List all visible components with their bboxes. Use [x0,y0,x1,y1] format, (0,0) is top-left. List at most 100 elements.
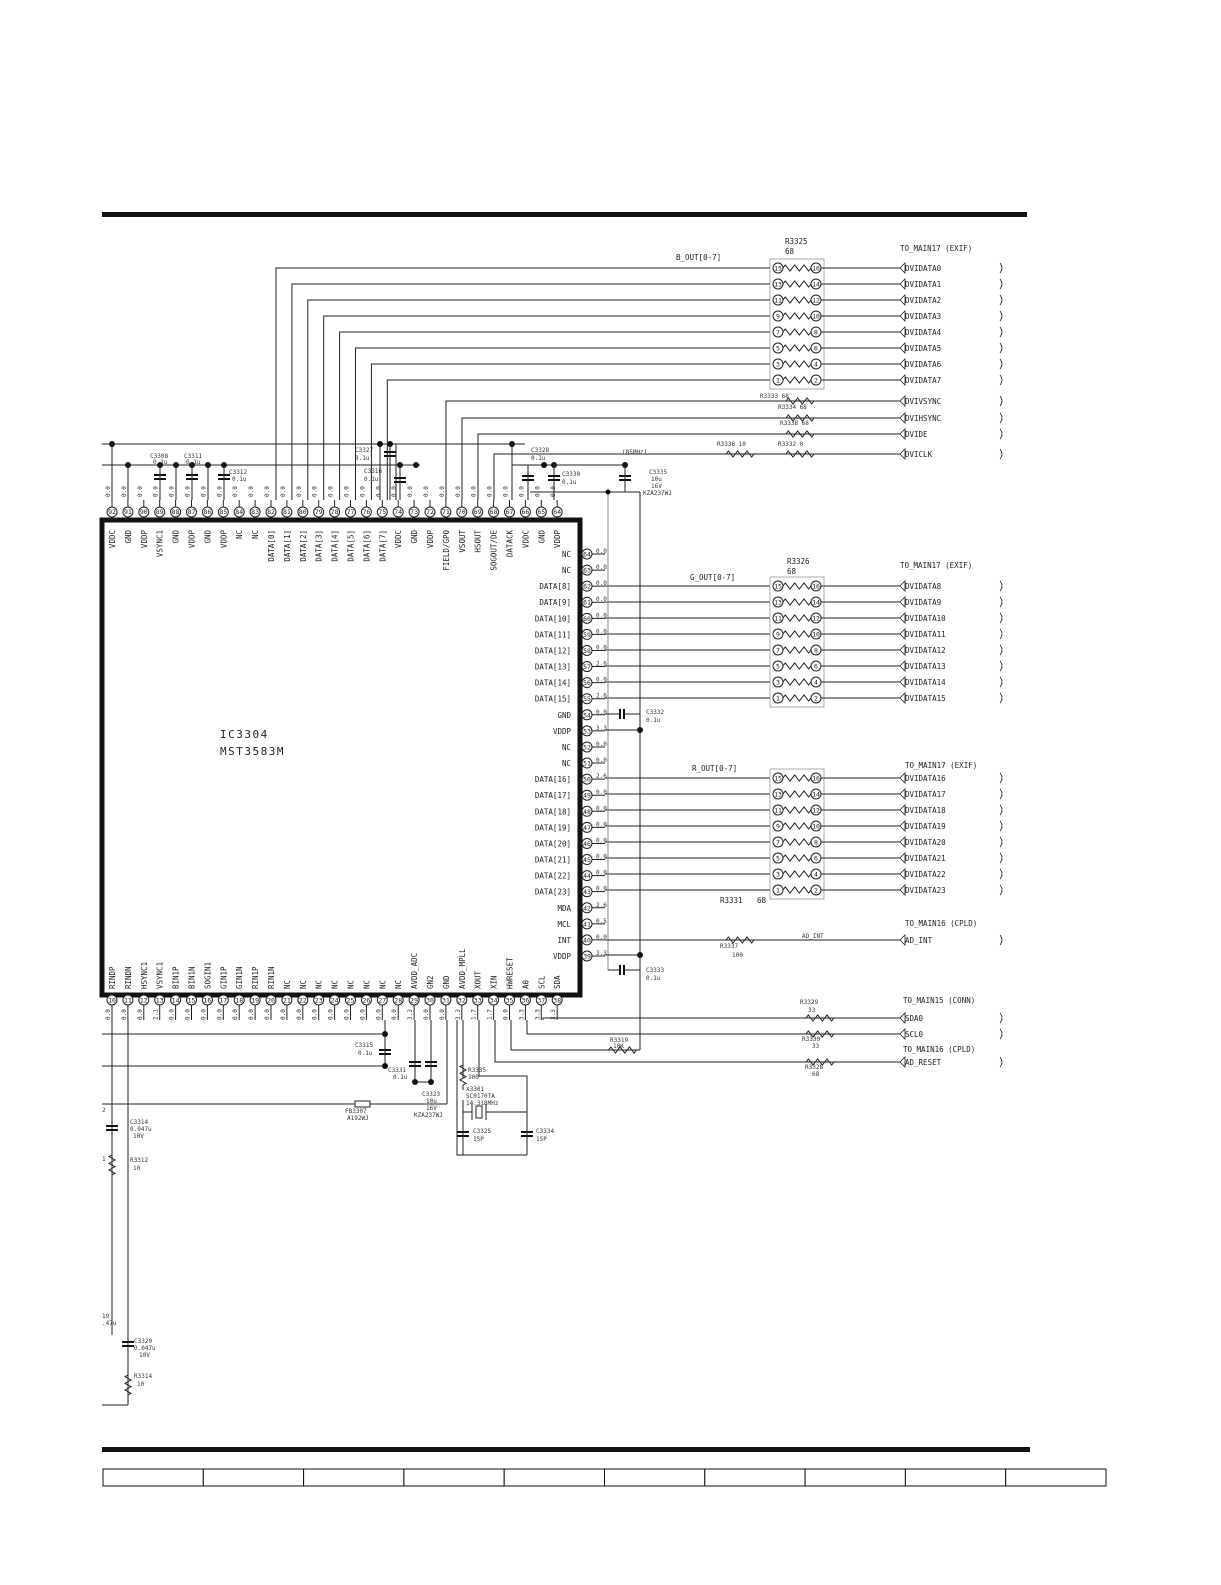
right-pin-marker [581,709,593,721]
top-pin-marker [519,506,531,518]
bottom-pin-number: 14 [172,997,180,1005]
bottom-pin-name: SDA [553,975,562,989]
array-pin-left-number: 7 [776,647,780,655]
top-pin-number: 79 [315,508,323,516]
r3332-label: R3332 0 [778,441,804,448]
top-pin-voltage: 0.0 [169,486,176,497]
right-pin-marker [581,677,593,689]
array-resistor [782,280,812,288]
top-pin-name: GND [410,530,419,544]
bottom-pin-marker [138,994,150,1006]
bottom-pin-name: NC [283,980,292,989]
right-pin-name: NC [562,759,571,768]
r3337-resistor [725,936,755,944]
bottom-pin-marker [122,994,134,1006]
r3312-value: 10 [133,1165,141,1172]
sync-connector-signal: DVICLK [905,450,933,459]
array-resistor [782,646,812,654]
bottom-pin-marker [456,994,468,1006]
connector-bracket [999,660,1003,672]
top-pin-voltage: 0.0 [439,486,446,497]
connector-arrow [899,1056,906,1068]
r3335-label: R3335 [468,1067,486,1074]
top-pin-number: 87 [188,508,196,516]
connector-bracket [999,820,1003,832]
b-connector-signal: DVIDATA7 [905,376,941,385]
bottom-frame-bar [102,1447,1030,1452]
right-pin-name: NC [562,550,571,559]
bottom-pin-voltage: 0.0 [216,1009,223,1020]
connector-arrow [899,868,906,880]
c3334-value: 15P [536,1136,547,1143]
bottom-pin-number: 26 [362,997,370,1005]
ic-ref: IC3304 [220,728,269,741]
top-pin-voltage: 0.0 [534,486,541,497]
g-connector-signal: DVIDATA9 [905,598,941,607]
bottom-pin-number: 21 [283,997,291,1005]
connector-arrow [899,884,906,896]
right-pin-voltage: 0.0 [596,789,607,796]
c3332-value: 0.1u [646,717,661,724]
right-pin-marker [581,789,593,801]
top-pin-number: 88 [172,508,180,516]
g-connector-signal: DVIDATA15 [905,694,946,703]
bottom-pin-name: SOGIN1 [203,962,212,989]
bottom-pin-voltage: 1.7 [487,1009,494,1020]
array-pin-right-number: 14 [812,599,820,607]
top-pin-number: 71 [442,508,450,516]
connector-arrow [899,852,906,864]
connector-bracket [999,772,1003,784]
array-pin-left-number: 13 [774,599,782,607]
edge-label-c: 2 [102,1107,106,1114]
array-pin-left-number: 13 [774,281,782,289]
array-pin-right-number: 10 [812,631,820,639]
bottom-pin-name: GIN1N [235,966,244,989]
title-cell [604,1468,706,1487]
array-pin-right-number: 10 [812,313,820,321]
sda-wire [542,1017,900,1020]
r-connector-signal: DVIDATA22 [905,870,946,879]
r-connector-signal: DVIDATA23 [905,886,946,895]
bottom-pin-marker [376,994,388,1006]
bottom-pin-number: 23 [315,997,323,1005]
array-pin-right-number: 6 [814,345,818,353]
array-pin-right-number: 4 [814,361,818,369]
array-pin-left-number: 13 [774,791,782,799]
right-pin-name: INT [557,936,571,945]
c3332-label: C3332 [646,709,664,716]
top-pin-voltage: 0.0 [423,486,430,497]
bottom-pin-name: XIN [490,975,499,989]
right-pin-voltage: 0.0 [596,821,607,828]
sync-wire [493,453,900,500]
array-resistor [782,774,812,782]
bottom-pin-marker [440,994,452,1006]
connector-arrow [899,358,906,370]
top-pin-name: VSYNC1 [156,530,165,557]
b-data-wire [355,347,770,500]
sync-wire [477,433,900,500]
bottom-pin-name: AVDD_MPLL [458,948,467,989]
sync-connector-signal: DVIVSYNC [905,397,941,406]
top-pin-name: GND [537,530,546,544]
connector-arrow [899,310,906,322]
bottom-pin-voltage: 0.0 [359,1009,366,1020]
connector-bracket [999,294,1003,306]
right-pin-voltage: 3.3 [596,950,607,957]
right-pin-voltage: 2.6 [596,773,607,780]
b-data-wire [323,315,770,500]
fb3307-ferrite-bead [354,1100,371,1108]
top-pin-marker [265,506,277,518]
top-pin-name: VDDP [426,530,435,549]
bottom-pin-name: HSYNC1 [140,962,149,989]
title-cell [102,1468,204,1487]
resistor-array-ref: R3325 [785,237,808,246]
r3319-label: R3319 [610,1037,628,1044]
right-pin-voltage: 0.0 [596,854,607,861]
right-pin-voltage: 0.0 [596,805,607,812]
title-cell [1005,1468,1107,1487]
connector-bracket [999,804,1003,816]
right-pin-name: DATA[14] [535,679,571,688]
r3336-resistor [725,450,755,458]
g-connector-signal: DVIDATA14 [905,678,946,687]
